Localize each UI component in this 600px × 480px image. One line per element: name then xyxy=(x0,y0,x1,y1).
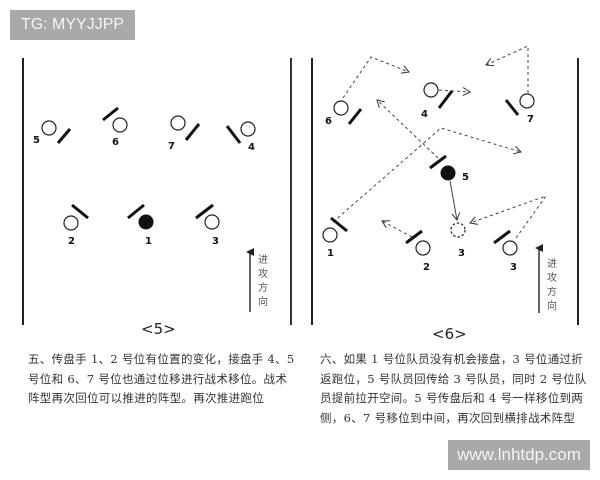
player-4: 4 xyxy=(225,121,256,153)
svg-text:2: 2 xyxy=(423,262,430,273)
player-4: 4 xyxy=(421,82,454,120)
svg-text:6: 6 xyxy=(112,137,119,148)
svg-text:4: 4 xyxy=(421,109,428,120)
svg-text:3: 3 xyxy=(458,248,465,259)
svg-text:进: 进 xyxy=(258,254,268,266)
player-5: 5 xyxy=(33,120,72,146)
player-3: 3 xyxy=(195,203,220,247)
svg-text:5: 5 xyxy=(462,172,469,183)
attack-direction-arrow-5: 进 攻 方 向 xyxy=(246,248,268,312)
svg-text:进: 进 xyxy=(547,258,557,270)
svg-text:攻: 攻 xyxy=(258,267,268,280)
svg-text:方: 方 xyxy=(258,281,268,294)
player-7: 7 xyxy=(504,93,535,125)
svg-text:7: 7 xyxy=(168,141,175,152)
player-1-disc-holder: 1 xyxy=(127,203,154,247)
svg-text:1: 1 xyxy=(145,236,152,247)
watermark-top: TG: MYYJJPP xyxy=(10,10,135,40)
player-6: 6 xyxy=(325,100,363,127)
svg-text:方: 方 xyxy=(547,285,557,298)
player-3: 3 xyxy=(493,229,518,273)
svg-text:向: 向 xyxy=(547,299,557,312)
player-2: 2 xyxy=(63,203,89,247)
panel-5-description: 五、传盘手 1、2 号位有位置的变化，接盘手 4、5 号位和 6、7 号位也通过… xyxy=(28,352,295,405)
pass-line xyxy=(449,180,461,221)
svg-text:攻: 攻 xyxy=(547,271,557,284)
panel-6-field: 6 4 7 5 1 2 3 xyxy=(311,45,579,325)
svg-text:2: 2 xyxy=(68,236,75,247)
panel-6-caption: <6> xyxy=(432,325,467,343)
svg-text:向: 向 xyxy=(258,295,268,308)
svg-text:7: 7 xyxy=(527,114,534,125)
panel-5-field: 5 6 7 4 2 1 3 xyxy=(22,58,292,325)
attack-direction-arrow-6: 进 攻 方 向 xyxy=(535,244,557,313)
player-2: 2 xyxy=(405,229,431,273)
routes xyxy=(332,45,548,239)
player-6: 6 xyxy=(102,106,128,148)
player-3-target-position: 3 xyxy=(450,222,466,259)
panel-6-description: 六、如果 1 号位队员没有机会接盘，3 号位通过折返跑位，5 号队员回传给 3 … xyxy=(320,352,587,425)
player-7: 7 xyxy=(168,115,201,152)
svg-text:4: 4 xyxy=(248,142,255,153)
player-5-disc-holder: 5 xyxy=(429,154,469,183)
svg-text:1: 1 xyxy=(327,248,334,259)
panel-5-caption: <5> xyxy=(141,320,176,338)
svg-text:3: 3 xyxy=(212,236,219,247)
watermark-bottom: www.lnhtdp.com xyxy=(448,440,590,470)
svg-text:6: 6 xyxy=(325,116,332,127)
svg-text:5: 5 xyxy=(33,135,40,146)
player-1: 1 xyxy=(322,216,348,259)
svg-text:3: 3 xyxy=(510,262,517,273)
